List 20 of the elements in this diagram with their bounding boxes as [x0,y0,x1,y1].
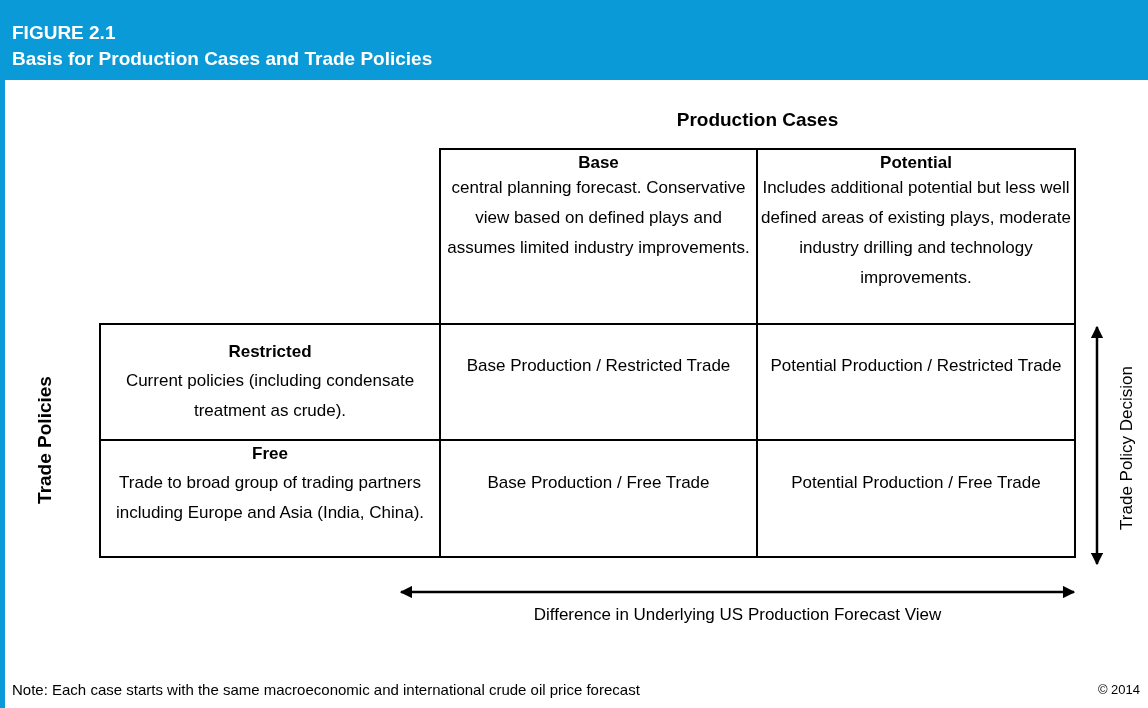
figure-title: Basis for Production Cases and Trade Policies [12,48,433,70]
row-heading: Free [251,443,289,465]
footnote: Note: Each case starts with the same macroeconomic and international crude oil price forecast [12,681,640,699]
scenario-label: Base Production / Restricted Trade [465,355,732,377]
row-description: Trade to broad group of trading partners including Europe and Asia (India, China). [114,472,426,524]
column-description: central planning forecast. Conservative view based on defined plays and assumes limited industry improvements. [446,177,751,259]
scenario-label: Potential Production / Free Trade [790,472,1042,494]
row-group-heading: Trade Policies [33,376,56,504]
axis-label: Difference in Underlying US Production Forecast View [532,604,943,626]
column-heading: Potential [879,152,953,174]
row-description: Current policies (including condensate treatment as crude). [124,370,416,422]
column-heading: Base [577,152,620,174]
figure-number: FIGURE 2.1 [12,22,116,44]
column-group-heading: Production Cases [675,108,840,132]
row-heading: Restricted [227,341,313,363]
column-description: Includes additional potential but less well defined areas of existing plays, moderate industry drilling and technology improvements. [760,177,1072,289]
scenario-label: Base Production / Free Trade [486,472,711,494]
copyright-note: © 2014 [1096,682,1140,698]
axis-label: Trade Policy Decision [1116,366,1137,530]
scenario-label: Potential Production / Restricted Trade [769,355,1063,377]
